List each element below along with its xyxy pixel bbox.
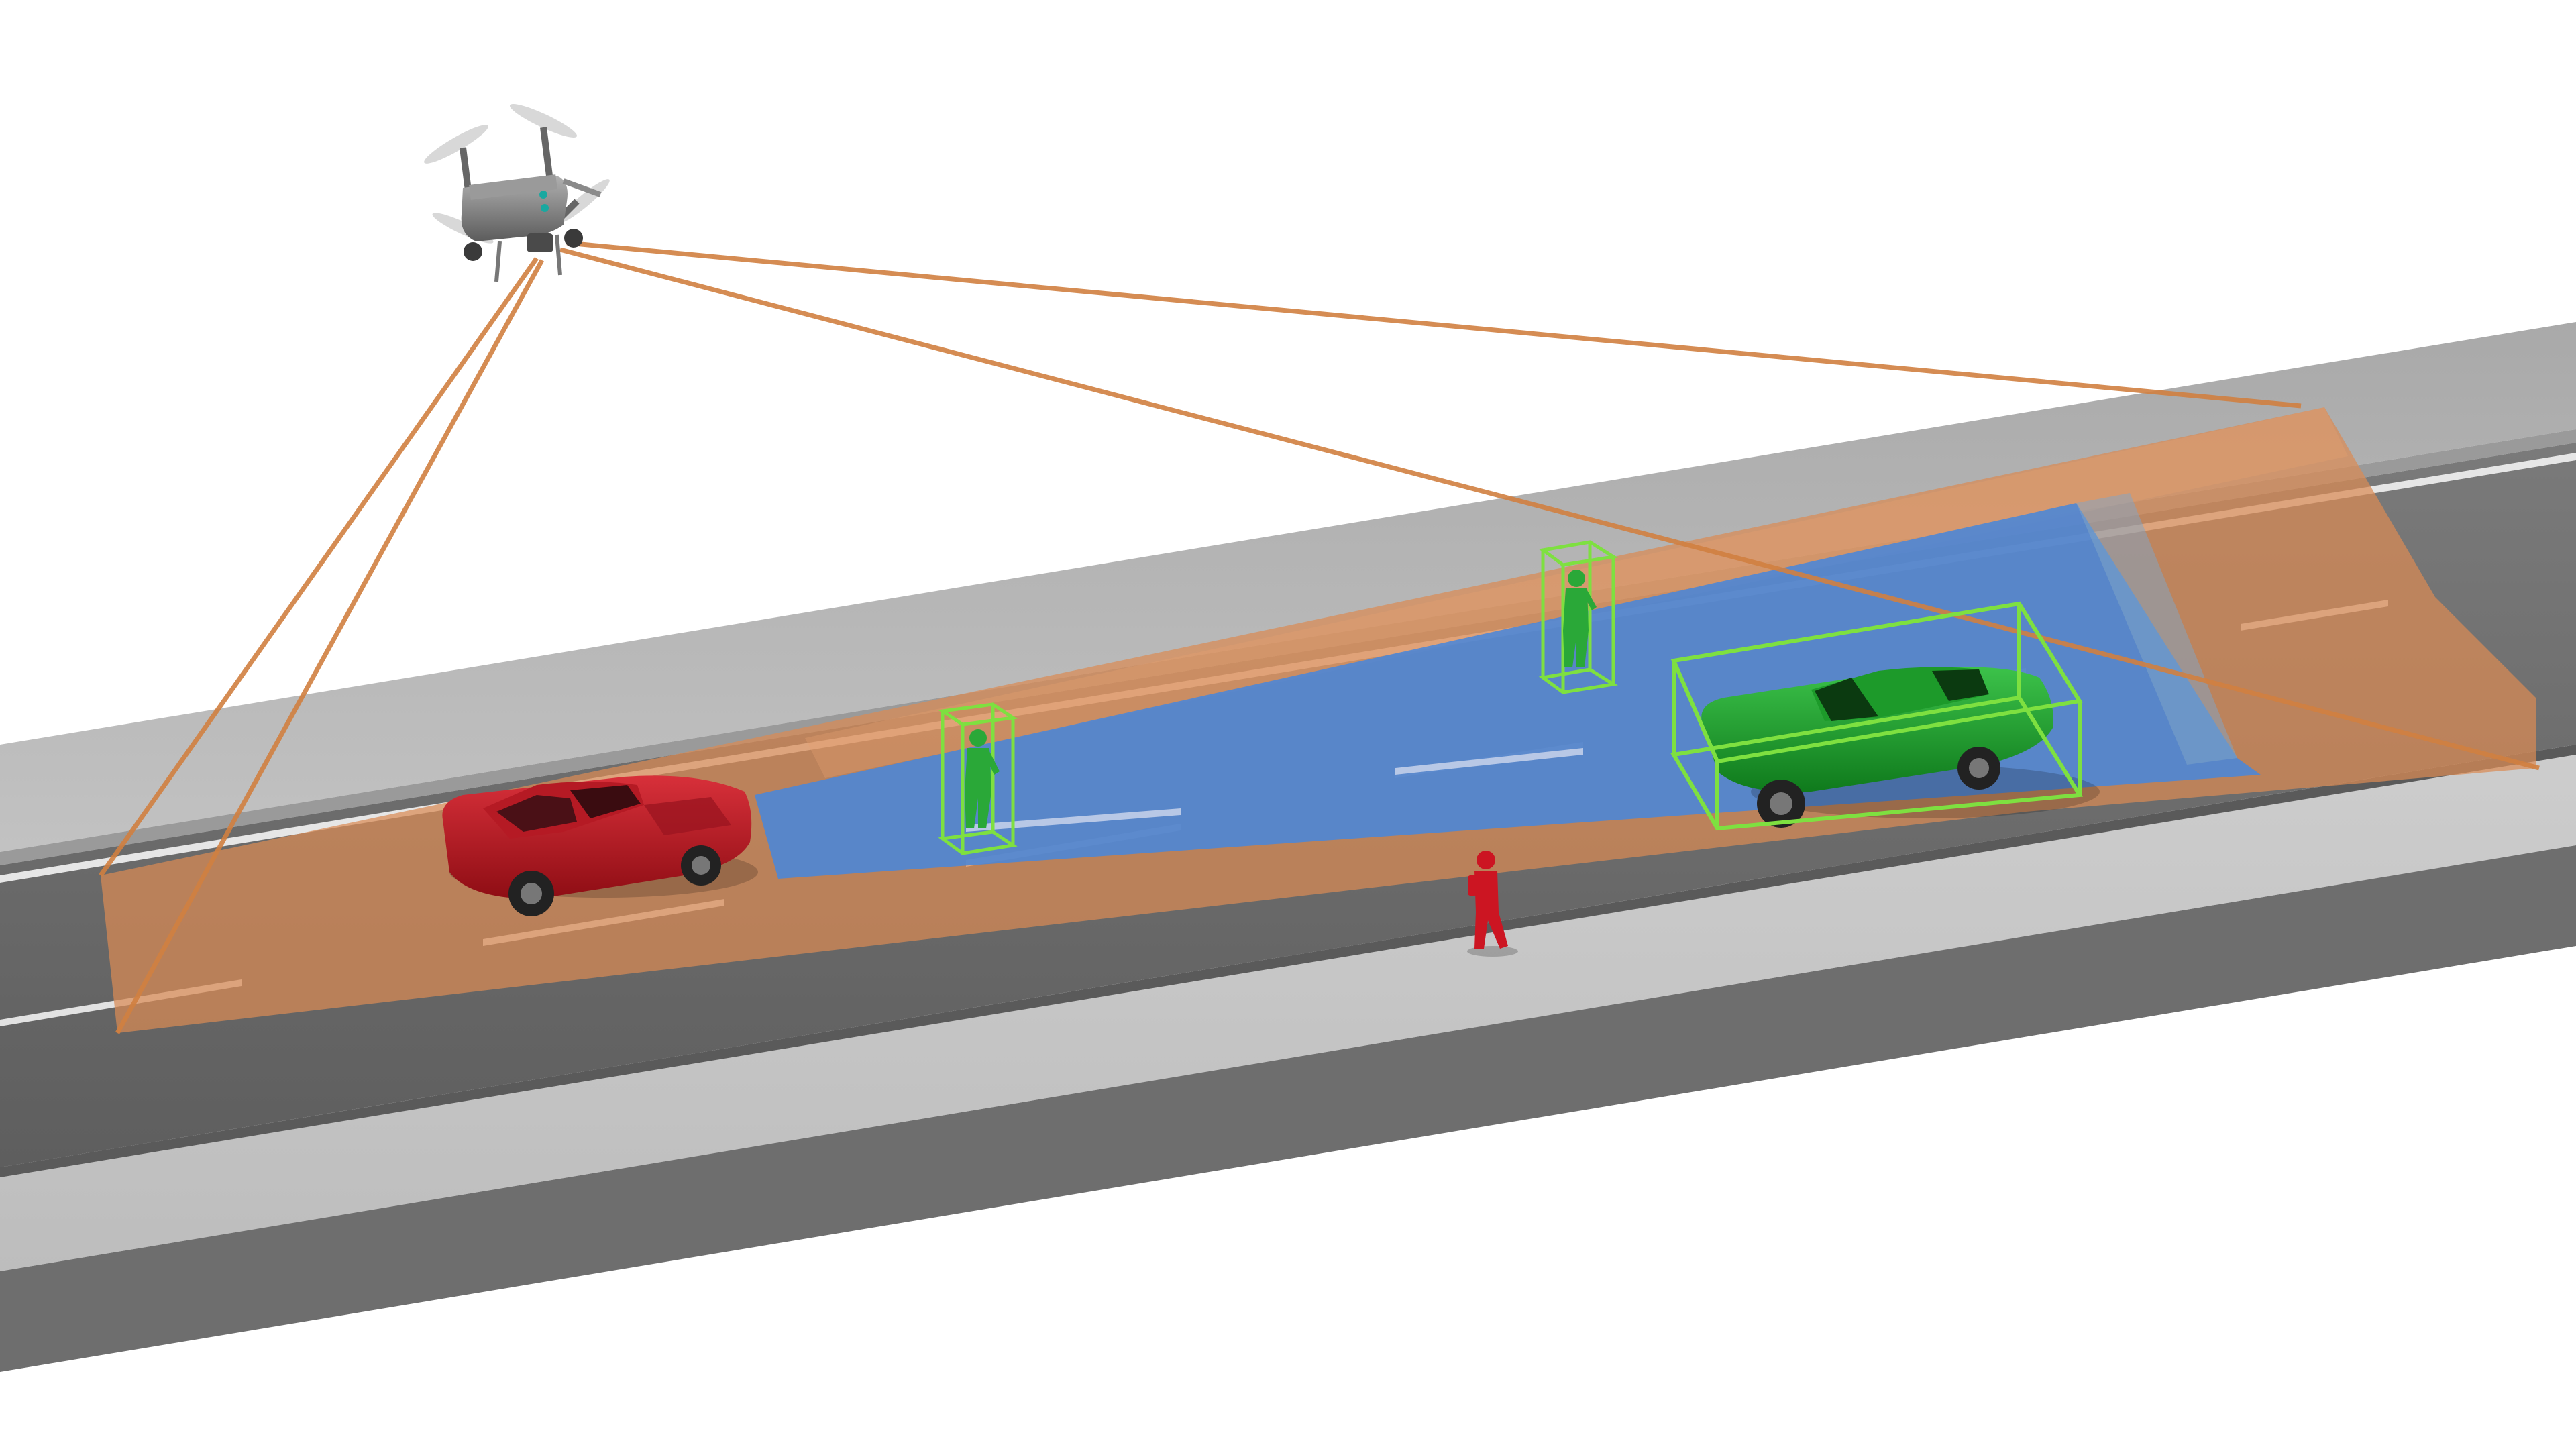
near-sidewalk [0, 745, 2576, 1271]
person-arm [1585, 590, 1597, 610]
red-car [442, 775, 758, 916]
camera-frustum [99, 240, 2540, 1034]
car-windshield [570, 785, 641, 818]
person-head [969, 729, 987, 747]
frustum-ray [566, 240, 2302, 409]
drone-arm [540, 127, 553, 182]
far-sidewalk [0, 322, 2576, 852]
person-body [1474, 871, 1508, 949]
frustum-ray [99, 256, 539, 877]
lane-dash [966, 808, 1181, 832]
person-icon [1468, 851, 1508, 949]
drone-icon [424, 104, 610, 282]
frustum-ray [115, 259, 545, 1034]
car-rear-window [1932, 669, 1989, 701]
drone-top-plate [469, 174, 557, 200]
person-body [965, 748, 991, 828]
propeller [509, 104, 578, 138]
car-hubcap [692, 856, 710, 875]
drone-leg [494, 241, 502, 282]
car-hubcap [1770, 792, 1792, 815]
person-head [1477, 851, 1495, 869]
car-side-window [496, 795, 577, 832]
drone-antenna [562, 178, 602, 197]
drone-motor [564, 229, 583, 248]
person-icon [965, 729, 1000, 828]
person-body [1563, 588, 1589, 667]
propeller [424, 125, 488, 164]
car-windshield [1815, 678, 1878, 721]
pedestrian-detected-far [1538, 540, 1618, 694]
pedestrian-undetected [1467, 851, 1518, 957]
green-car [1670, 601, 2100, 831]
drone-leg [555, 234, 562, 276]
car-hubcap [1969, 758, 1989, 778]
near-curb-shadow [0, 745, 2576, 1177]
person-backpack [1468, 875, 1477, 896]
pedestrian-detected-left [938, 702, 1018, 855]
drone-camera [527, 233, 553, 252]
drone-sensor [541, 204, 549, 212]
person-icon [1563, 570, 1597, 667]
drone-motor [464, 242, 482, 261]
car-hood-vent [644, 797, 731, 835]
frustum-ray [559, 247, 2540, 771]
visible-overlap [2076, 493, 2237, 765]
car-hubcap [521, 883, 542, 904]
near-curb-face [0, 845, 2576, 1372]
person-arm [986, 751, 1000, 775]
detection-box [1670, 601, 2084, 831]
person-head [1568, 570, 1585, 587]
lane-dash [1395, 748, 1583, 775]
drone-sensor [539, 191, 547, 199]
